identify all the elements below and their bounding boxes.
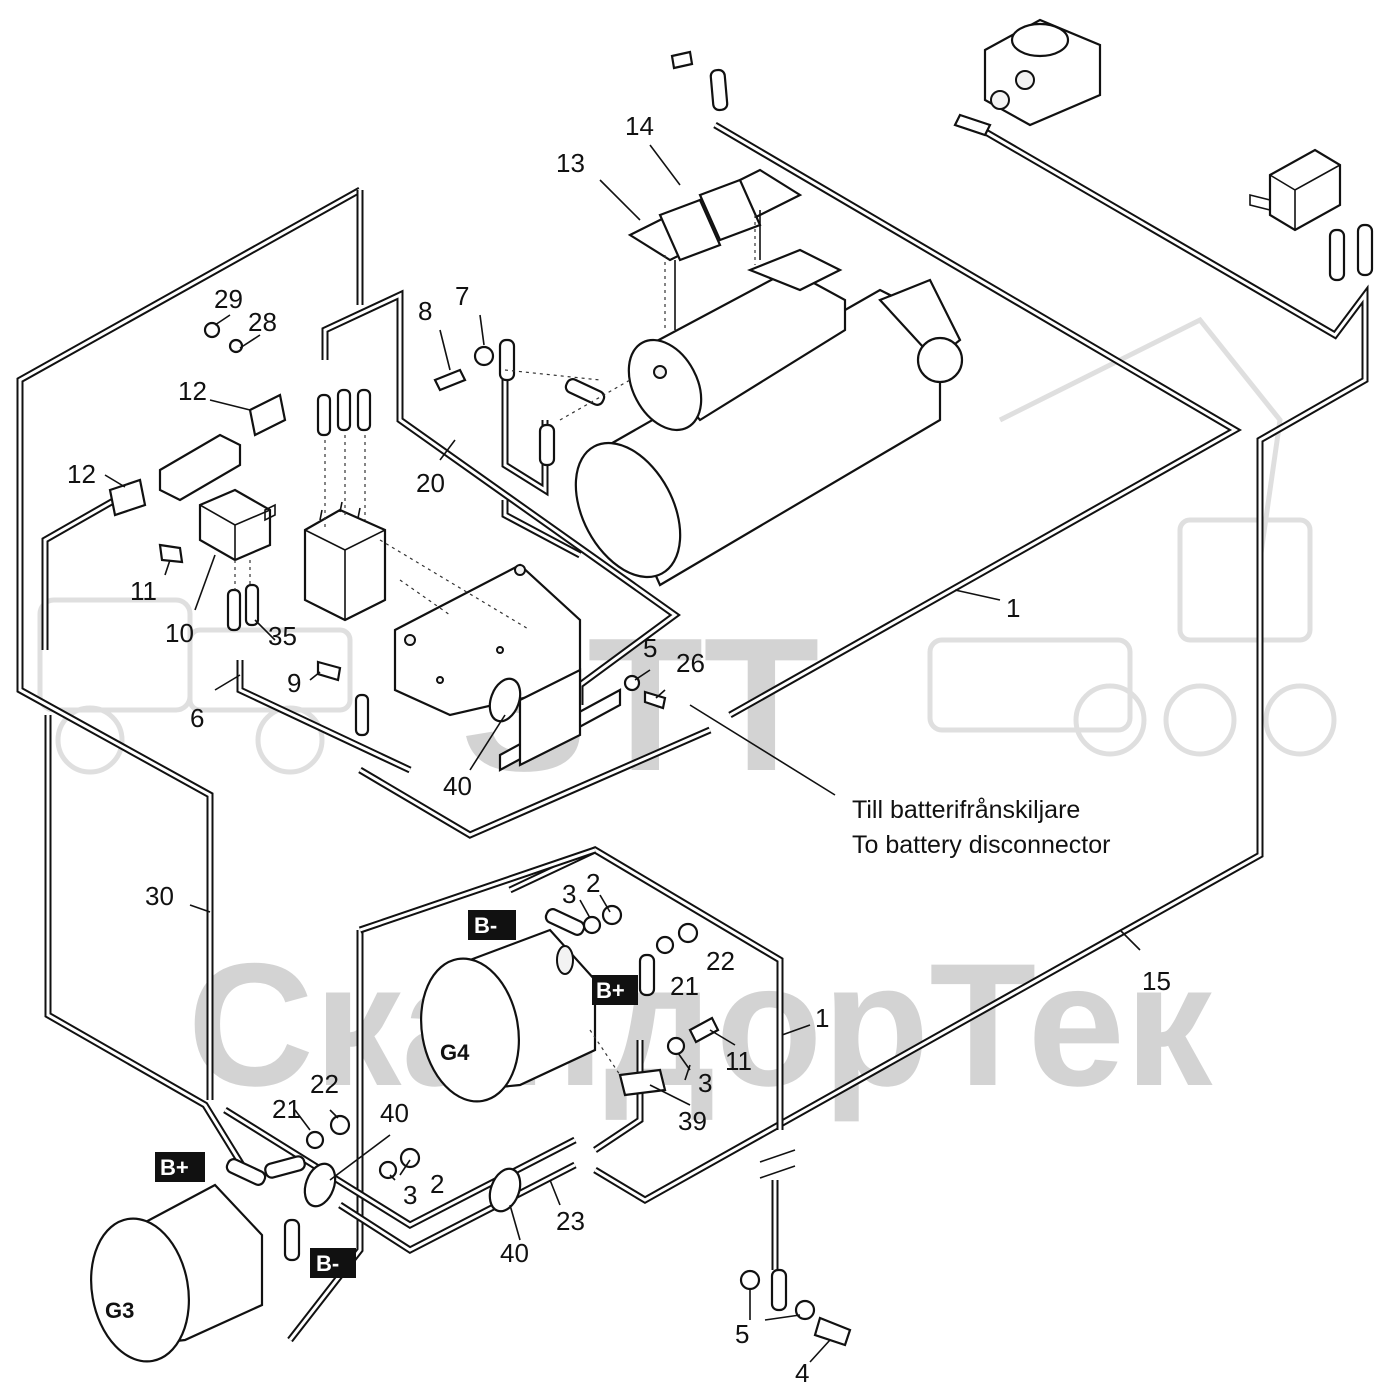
callout-13: 13 xyxy=(556,148,585,178)
mounting-bracket xyxy=(393,563,622,772)
leader-lines xyxy=(104,144,1141,1363)
callout-35: 35 xyxy=(268,621,297,651)
callout-14: 14 xyxy=(625,111,654,141)
starter-motor xyxy=(574,248,964,587)
assembly-guides xyxy=(234,369,631,1076)
callout-3: 3 xyxy=(403,1180,417,1210)
callout-4: 4 xyxy=(795,1358,809,1388)
callout-21: 21 xyxy=(670,971,699,1001)
relay-top-right xyxy=(1249,148,1374,282)
callout-29: 29 xyxy=(214,284,243,314)
fuse-holder xyxy=(108,393,287,517)
callout-3: 3 xyxy=(562,879,576,909)
watermark-machine-right-icon xyxy=(927,316,1337,757)
callout-40: 40 xyxy=(500,1238,529,1268)
g4-label: G4 xyxy=(440,1040,470,1065)
callout-22: 22 xyxy=(706,946,735,976)
svg-text:B-: B- xyxy=(474,913,497,938)
callout-20: 20 xyxy=(416,468,445,498)
main-switch xyxy=(953,18,1102,137)
tag-g4-minus: B- xyxy=(468,910,516,940)
svg-text:B-: B- xyxy=(316,1251,339,1276)
alternator-g4: G4 xyxy=(420,928,597,1103)
callout-numbers: 1 1 2 2 3 3 3 4 5 5 6 7 8 9 10 11 11 12 … xyxy=(67,111,1171,1388)
callout-40: 40 xyxy=(380,1098,409,1128)
callout-30: 30 xyxy=(145,881,174,911)
control-block-35 xyxy=(303,501,387,622)
callout-39: 39 xyxy=(678,1106,707,1136)
callout-2: 2 xyxy=(430,1169,444,1199)
callout-6: 6 xyxy=(190,703,204,733)
svg-text:B+: B+ xyxy=(160,1155,189,1180)
battery-disconnector-note: Till batterifrånskiljare To battery disc… xyxy=(852,796,1110,859)
callout-2: 2 xyxy=(586,868,600,898)
callout-5: 5 xyxy=(735,1319,749,1349)
callout-1: 1 xyxy=(815,1003,829,1033)
callout-12: 12 xyxy=(178,376,207,406)
callout-22: 22 xyxy=(310,1069,339,1099)
grommets xyxy=(303,677,522,1213)
callout-9: 9 xyxy=(287,668,301,698)
callout-11: 11 xyxy=(130,576,157,606)
callout-12: 12 xyxy=(67,459,96,489)
callout-15: 15 xyxy=(1142,966,1171,996)
tag-g3-plus: B+ xyxy=(155,1152,205,1182)
callout-8: 8 xyxy=(418,296,432,326)
callout-11: 11 xyxy=(725,1046,752,1076)
callout-1: 1 xyxy=(1006,593,1020,623)
callout-21: 21 xyxy=(272,1094,301,1124)
callout-26: 26 xyxy=(676,648,705,678)
terminal-tags: B- B+ B+ B- xyxy=(155,910,638,1278)
tag-g3-minus: B- xyxy=(310,1248,356,1278)
note-line-english: To battery disconnector xyxy=(852,831,1110,859)
hose-clamp-assembly xyxy=(627,168,803,330)
callout-3: 3 xyxy=(698,1068,712,1098)
callout-7: 7 xyxy=(455,281,469,311)
relay-10 xyxy=(198,488,276,562)
alternator-g3: G3 xyxy=(90,1183,264,1363)
callout-40: 40 xyxy=(443,771,472,801)
g3-label: G3 xyxy=(105,1298,134,1323)
tag-g4-plus: B+ xyxy=(592,975,638,1005)
callout-5: 5 xyxy=(643,633,657,663)
wire-harnesses xyxy=(16,116,1369,1343)
callout-28: 28 xyxy=(248,307,277,337)
callout-23: 23 xyxy=(556,1206,585,1236)
svg-text:B+: B+ xyxy=(596,978,625,1003)
watermark-machine-left-icon xyxy=(37,597,353,775)
note-line-swedish: Till batterifrånskiljare xyxy=(852,796,1080,824)
hardware xyxy=(158,50,852,1347)
callout-10: 10 xyxy=(165,618,194,648)
